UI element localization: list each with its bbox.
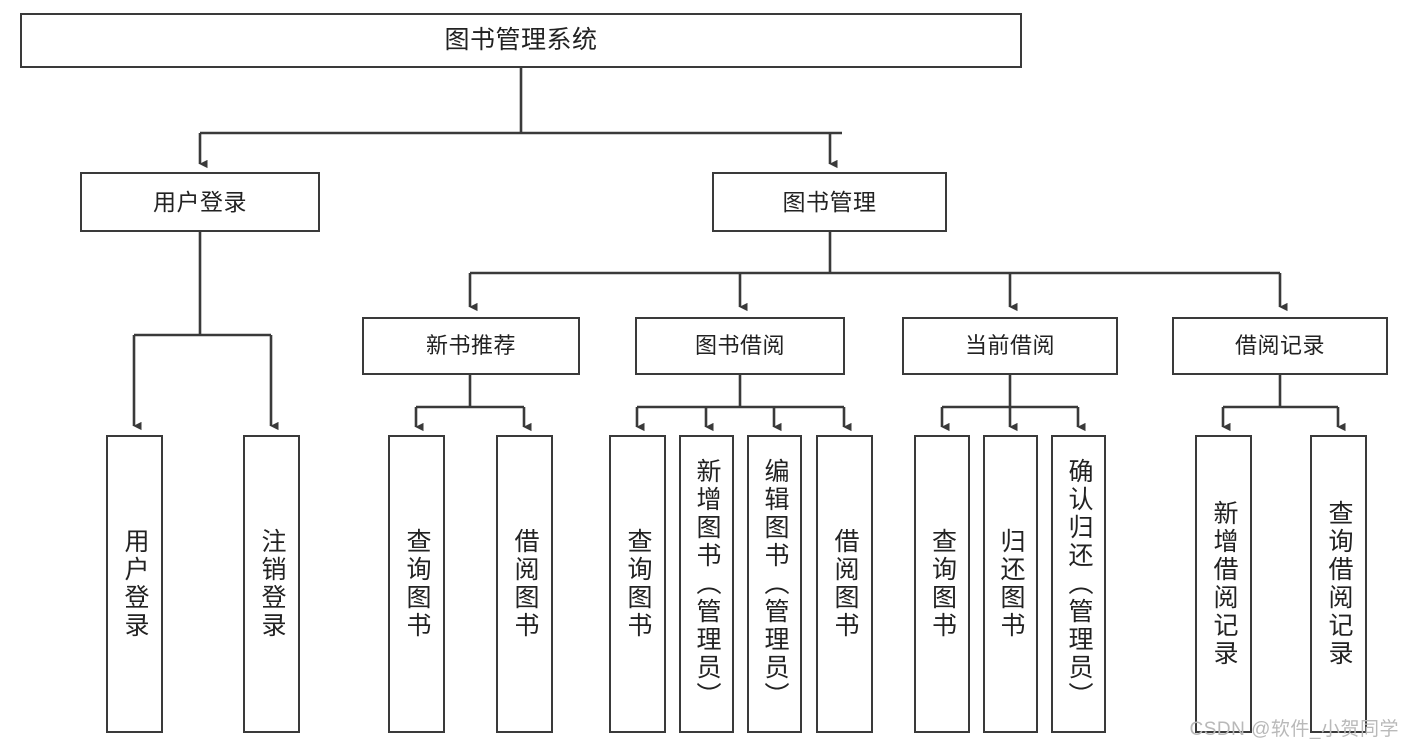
leaf-current-return-book[interactable]: 归还图书 bbox=[983, 435, 1038, 733]
node-label: 查询借阅记录 bbox=[1325, 500, 1353, 668]
node-label: 用户登录 bbox=[121, 528, 149, 640]
leaf-user-login-login[interactable]: 用户登录 bbox=[106, 435, 163, 733]
node-current-borrow[interactable]: 当前借阅 bbox=[902, 317, 1118, 375]
node-label: 新增借阅记录 bbox=[1210, 500, 1238, 668]
node-label: 注销登录 bbox=[258, 528, 286, 640]
node-label: 图书管理 bbox=[782, 188, 877, 215]
node-label: 借阅图书 bbox=[511, 528, 539, 640]
node-borrow-record[interactable]: 借阅记录 bbox=[1172, 317, 1388, 375]
node-label: 归还图书 bbox=[997, 528, 1025, 640]
node-new-book-recommend[interactable]: 新书推荐 bbox=[362, 317, 580, 375]
leaf-current-query-book[interactable]: 查询图书 bbox=[914, 435, 970, 733]
node-root-system[interactable]: 图书管理系统 bbox=[20, 13, 1022, 68]
node-label: 当前借阅 bbox=[964, 333, 1055, 359]
node-label: 借阅记录 bbox=[1234, 333, 1325, 359]
leaf-recommend-query-book[interactable]: 查询图书 bbox=[388, 435, 445, 733]
node-label: 借阅图书 bbox=[831, 528, 859, 640]
node-label: 查询图书 bbox=[928, 528, 957, 640]
node-book-management[interactable]: 图书管理 bbox=[712, 172, 947, 232]
leaf-current-confirm-return[interactable]: 确认归还（管理员） bbox=[1051, 435, 1106, 733]
node-label: 新增图书（管理员） bbox=[693, 458, 721, 710]
node-label: 编辑图书（管理员） bbox=[761, 458, 789, 710]
node-label: 用户登录 bbox=[153, 188, 247, 215]
watermark: CSDN @软件_小贺同学 bbox=[1189, 719, 1399, 740]
node-label: 图书借阅 bbox=[694, 333, 785, 359]
node-label: 新书推荐 bbox=[425, 333, 516, 359]
node-label: 查询图书 bbox=[403, 528, 431, 640]
leaf-record-query-record[interactable]: 查询借阅记录 bbox=[1310, 435, 1367, 733]
node-label: 查询图书 bbox=[624, 528, 652, 640]
leaf-user-login-logout[interactable]: 注销登录 bbox=[243, 435, 300, 733]
leaf-borrow-add-book[interactable]: 新增图书（管理员） bbox=[679, 435, 734, 733]
node-label: 确认归还（管理员） bbox=[1065, 458, 1093, 710]
node-book-borrow[interactable]: 图书借阅 bbox=[635, 317, 845, 375]
leaf-record-add-record[interactable]: 新增借阅记录 bbox=[1195, 435, 1252, 733]
leaf-borrow-borrow-book[interactable]: 借阅图书 bbox=[816, 435, 873, 733]
leaf-borrow-query-book[interactable]: 查询图书 bbox=[609, 435, 666, 733]
leaf-recommend-borrow-book[interactable]: 借阅图书 bbox=[496, 435, 553, 733]
node-user-login[interactable]: 用户登录 bbox=[80, 172, 320, 232]
node-label: 图书管理系统 bbox=[444, 26, 598, 55]
leaf-borrow-edit-book[interactable]: 编辑图书（管理员） bbox=[747, 435, 802, 733]
